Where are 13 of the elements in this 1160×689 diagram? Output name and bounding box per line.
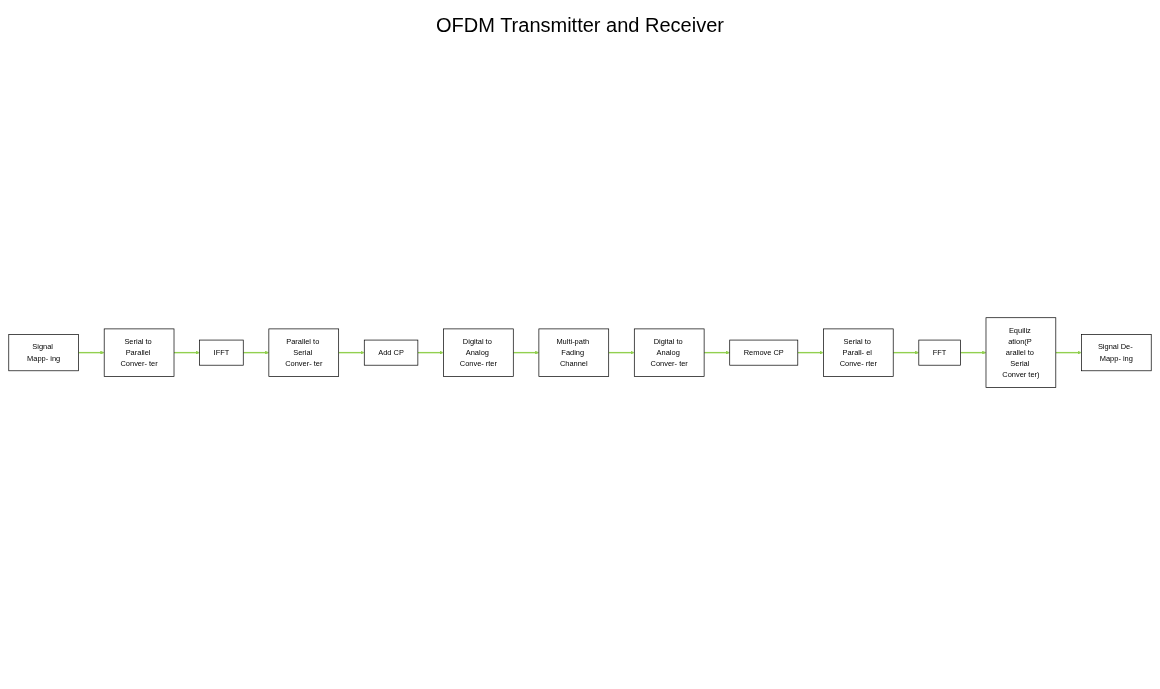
arrow xyxy=(512,350,540,356)
arrow xyxy=(1055,350,1082,356)
arrow xyxy=(959,350,987,356)
arrow xyxy=(892,350,919,356)
arrow xyxy=(797,350,824,356)
arrow xyxy=(77,350,105,356)
arrow xyxy=(703,350,730,356)
arrow xyxy=(242,350,270,356)
diagram-title: OFDM Transmitter and Receiver xyxy=(435,14,725,37)
arrow xyxy=(337,350,365,356)
arrow xyxy=(173,350,200,356)
arrow xyxy=(608,350,635,356)
arrow xyxy=(417,350,444,356)
